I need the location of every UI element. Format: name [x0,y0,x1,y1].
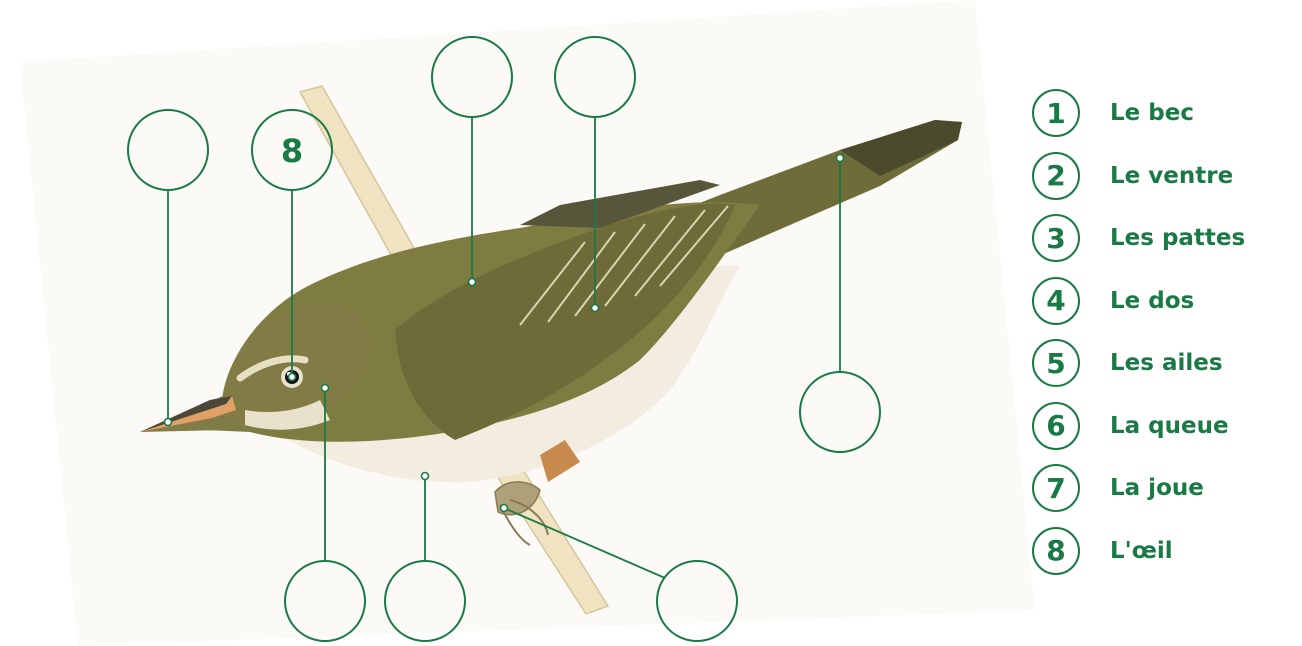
legend-label-5: Les ailes [1110,350,1223,376]
legend-item-6: 6 La queue [1032,395,1294,458]
legend-item-2: 2 Le ventre [1032,145,1294,208]
legend-item-8: 8 L'œil [1032,520,1294,583]
legend-item-7: 7 La joue [1032,457,1294,520]
legend-number-4: 4 [1032,277,1080,325]
legend-number-2: 2 [1032,152,1080,200]
callout-eye-number: 8 [281,132,303,170]
legend-item-4: 4 Le dos [1032,270,1294,333]
legend-number-1: 1 [1032,89,1080,137]
legend-label-7: La joue [1110,475,1204,501]
legend-label-8: L'œil [1110,538,1173,564]
legend-item-5: 5 Les ailes [1032,332,1294,395]
legend-number-3: 3 [1032,214,1080,262]
legend-number-7: 7 [1032,464,1080,512]
legend-number-6: 6 [1032,402,1080,450]
legend-label-1: Le bec [1110,100,1194,126]
legend-label-4: Le dos [1110,288,1194,314]
legend-number-5: 5 [1032,339,1080,387]
legend-item-1: 1 Le bec [1032,82,1294,145]
legend-number-8: 8 [1032,527,1080,575]
legend: 1 Le bec 2 Le ventre 3 Les pattes 4 Le d… [1032,82,1294,582]
legend-item-3: 3 Les pattes [1032,207,1294,270]
legend-label-6: La queue [1110,413,1229,439]
legend-label-3: Les pattes [1110,225,1245,251]
legend-label-2: Le ventre [1110,163,1233,189]
